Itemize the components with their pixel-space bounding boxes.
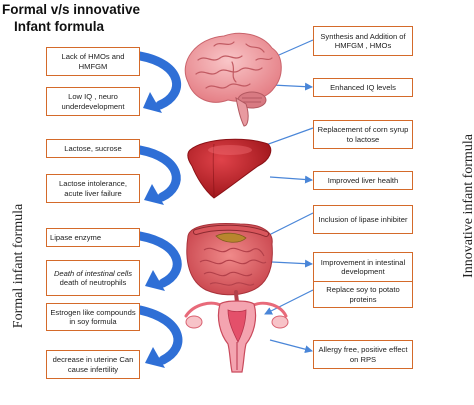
- box-brain-innovative-effect: Enhanced IQ levels: [313, 78, 413, 97]
- arrow-intestine-effect: [271, 259, 313, 268]
- curved-arrow-intestine: [135, 231, 182, 291]
- box-intestine-formal-effect: Death of intestinal cells death of neutr…: [46, 260, 140, 296]
- box-intestine-innovation: Inclusion of lipase inhibiter: [313, 205, 413, 234]
- brain-illustration: [184, 32, 282, 127]
- intestine-effect-italic-text: Death of intestinal cells: [53, 268, 133, 278]
- arrow-liver-effect: [269, 175, 313, 184]
- arrow-innovation-intestine: [262, 212, 314, 239]
- intestine-effect-rest-text: death of neutrophils: [59, 278, 127, 287]
- box-uterus-formal-effect: decrease in uterine Can cause infertilit…: [46, 350, 140, 379]
- liver-illustration: [187, 138, 272, 199]
- diagram-title-line2: Infant formula: [14, 19, 104, 34]
- box-intestine-innovative-effect: Improvement in intestinal development: [313, 252, 413, 282]
- box-intestine-formal-problem: Lipase enzyme: [46, 228, 140, 247]
- diagram-title-line1: Formal v/s innovative: [2, 2, 141, 17]
- box-liver-innovation: Replacement of corn syrup to lactose: [313, 120, 413, 149]
- intestine-illustration: [186, 223, 273, 308]
- uterus-illustration: [184, 300, 289, 373]
- box-liver-innovative-effect: Improved liver health: [313, 171, 413, 190]
- curved-arrow-liver: [135, 145, 181, 205]
- box-uterus-innovation: Replace soy to potato proteins: [313, 281, 413, 308]
- curved-arrow-brain: [135, 51, 181, 113]
- arrow-brain-effect: [271, 82, 313, 91]
- curved-arrow-uterus: [135, 305, 183, 368]
- box-uterus-innovative-effect: Allergy free, positive effect on RPS: [313, 340, 413, 369]
- arrow-uterus-effect: [269, 339, 313, 354]
- box-uterus-formal-problem: Estrogen like compounds in soy formula: [46, 303, 140, 331]
- box-brain-formal-problem: Lack of HMOs and HMFGM: [46, 47, 140, 76]
- box-liver-formal-effect: Lactose intolerance, acute liver failure: [46, 174, 140, 203]
- box-liver-formal-problem: Lactose, sucrose: [46, 139, 140, 158]
- box-brain-innovation: Synthesis and Addition of HMFGM , HMOs: [313, 26, 413, 56]
- box-brain-formal-effect: Low IQ , neuro underdevelopment: [46, 87, 140, 116]
- arrow-innovation-uterus: [264, 289, 314, 315]
